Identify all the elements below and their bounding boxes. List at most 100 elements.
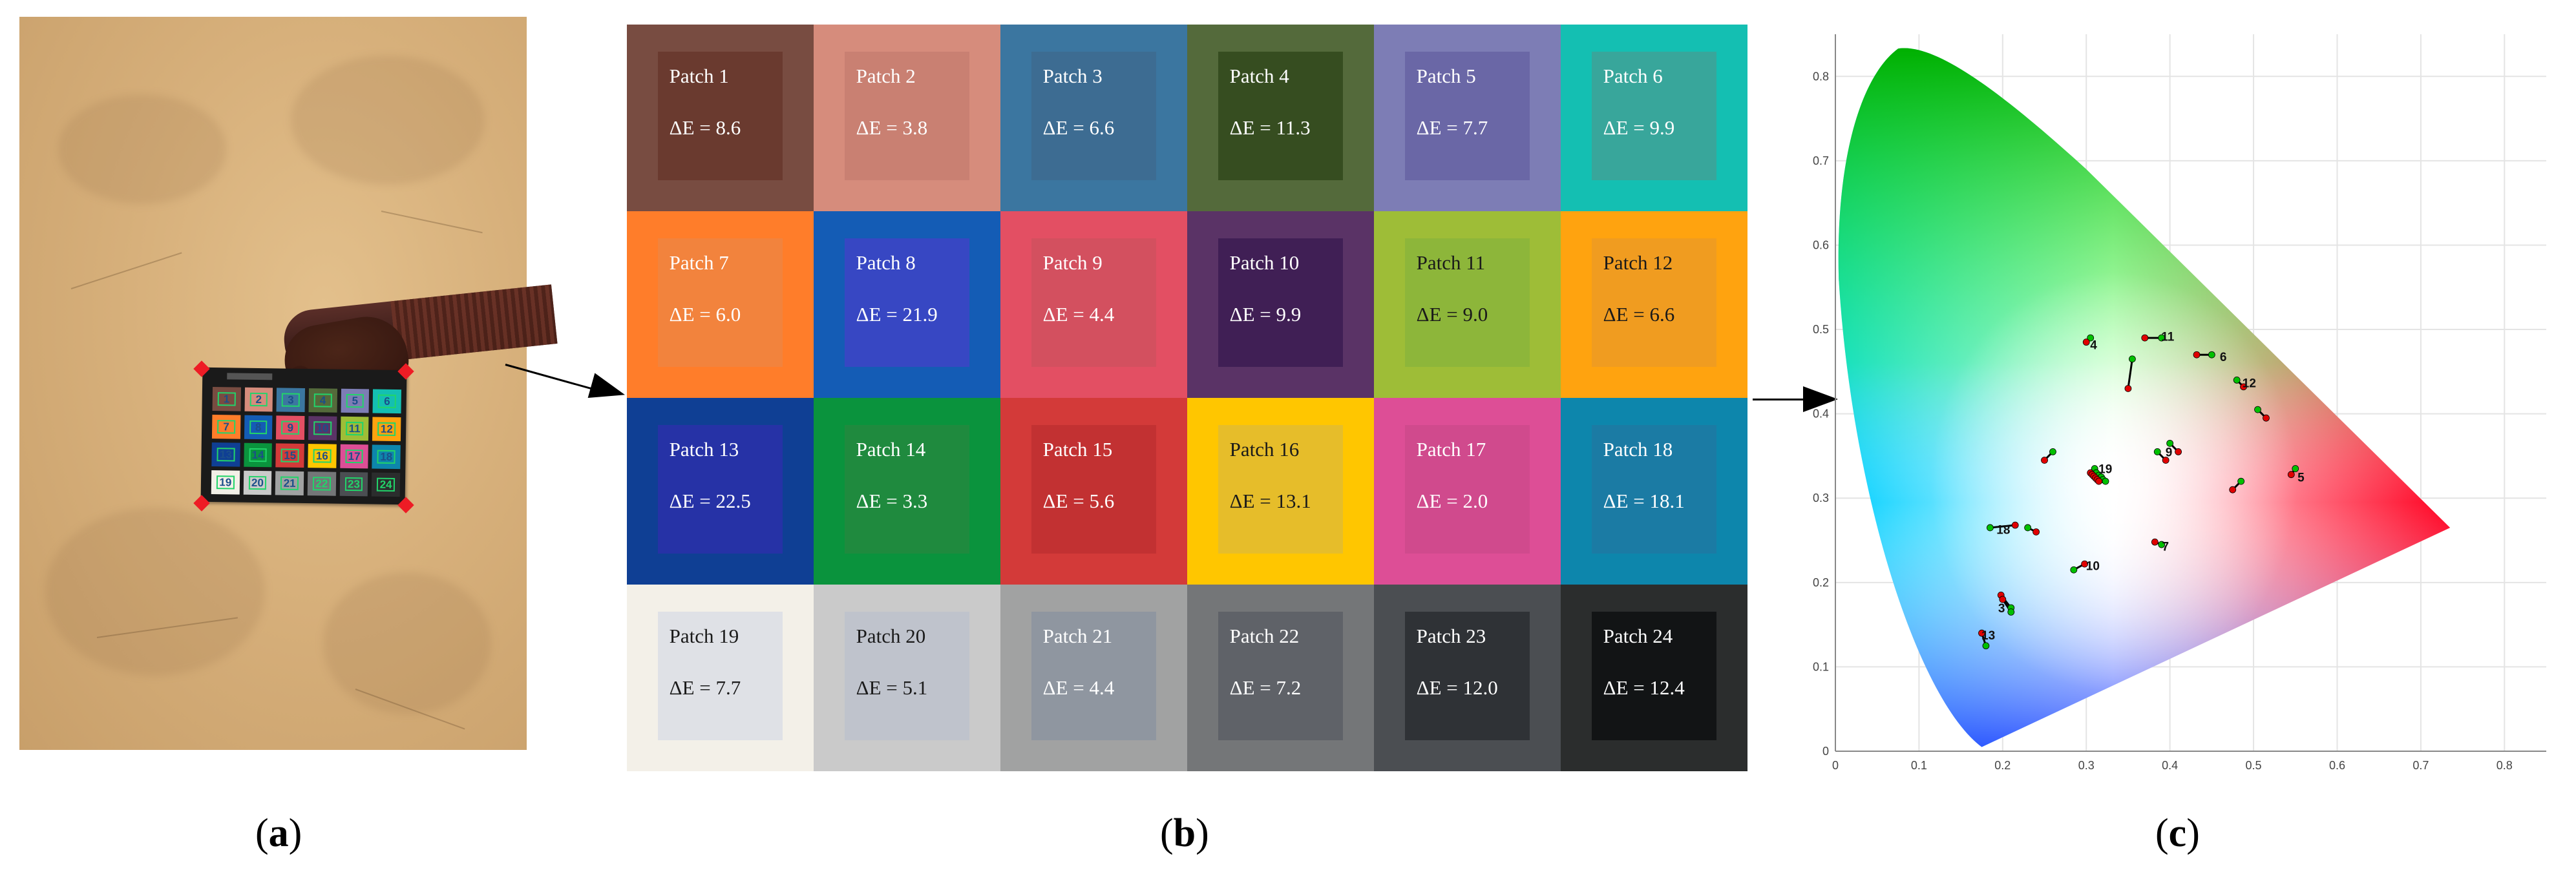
y-tick-label: 0.2 xyxy=(1813,576,1829,589)
photo-chart-patch-number: 13 xyxy=(219,448,233,461)
reference-point xyxy=(2141,334,2149,342)
patch-label: Patch 21 xyxy=(1042,624,1113,647)
patch-label: Patch 4 xyxy=(1229,64,1289,87)
point-label: 3 xyxy=(1998,602,2005,616)
measured-point xyxy=(2024,524,2032,532)
measured-point xyxy=(2102,477,2109,485)
patch-label: Patch 15 xyxy=(1042,437,1113,461)
wall-crack xyxy=(70,252,182,289)
measured-point xyxy=(2070,566,2078,574)
point-label: 13 xyxy=(1981,629,1995,643)
patch-label: Patch 7 xyxy=(669,251,729,274)
point-label: 10 xyxy=(2086,560,2100,574)
sleeve xyxy=(390,284,558,360)
x-tick-label: 0 xyxy=(1832,759,1839,772)
photo-chart-patch-number: 24 xyxy=(379,478,392,491)
photo-chart-patch-number: 1 xyxy=(223,392,230,405)
reference-point xyxy=(2175,448,2182,455)
photo-chart-patch-number: 9 xyxy=(287,421,294,434)
photo-chart-patch-number: 21 xyxy=(283,477,296,490)
wall-crack xyxy=(381,211,483,234)
photo-chart-patch: 1 xyxy=(212,387,241,411)
y-tick-label: 0.6 xyxy=(1813,238,1829,251)
patch-label: Patch 5 xyxy=(1416,64,1476,87)
arrow-b-to-c xyxy=(1753,399,1817,400)
photo-chart-patch-number: 11 xyxy=(348,422,361,435)
photo-chart-patch-number: 18 xyxy=(380,450,393,463)
patch-label: Patch 11 xyxy=(1416,251,1486,274)
patch-delta-e: ΔE = 5.6 xyxy=(1042,489,1115,512)
x-tick-label: 0.4 xyxy=(2162,759,2178,772)
point-label: 4 xyxy=(2090,339,2097,353)
photo-chart-patch: 19 xyxy=(211,470,240,495)
photo-chart-patch: 13 xyxy=(211,442,240,467)
measured-point xyxy=(1987,524,1994,532)
wall-stain xyxy=(323,572,491,714)
patch-delta-e: ΔE = 6.6 xyxy=(1042,116,1115,139)
patch-delta-e: ΔE = 18.1 xyxy=(1603,489,1685,512)
photo-chart-patch-number: 8 xyxy=(255,420,262,433)
reference-point xyxy=(2095,477,2103,485)
reference-point xyxy=(2041,457,2048,464)
reference-point xyxy=(1978,629,1985,637)
patch-label: Patch 16 xyxy=(1229,437,1300,461)
patch-delta-e: ΔE = 2.0 xyxy=(1416,489,1488,512)
measured-point xyxy=(2129,355,2136,363)
x-tick-label: 0.2 xyxy=(1994,759,2011,772)
reference-point xyxy=(2082,338,2090,346)
reference-point xyxy=(2263,414,2270,422)
patch-label: Patch 1 xyxy=(669,64,729,87)
photo-chart-patch-number: 10 xyxy=(316,421,329,435)
patch-label: Patch 12 xyxy=(1603,251,1673,274)
photo-chart-patch-number: 5 xyxy=(352,394,359,407)
reference-point xyxy=(1999,596,2007,603)
photo-chart-patch-number: 19 xyxy=(219,475,232,488)
patch-delta-e: ΔE = 12.4 xyxy=(1603,676,1685,699)
photo-chart-patch: 12 xyxy=(372,417,401,442)
photo-chart-patch: 17 xyxy=(339,444,369,469)
measured-point xyxy=(2292,465,2299,472)
photo-chart-patch: 14 xyxy=(243,442,273,468)
x-tick-label: 0.1 xyxy=(1911,759,1927,772)
patch-label: Patch 20 xyxy=(856,624,926,647)
patch-cell: Patch 21 ΔE = 4.4 xyxy=(1000,585,1187,771)
reference-point xyxy=(2193,351,2201,358)
patch-delta-e: ΔE = 12.0 xyxy=(1416,676,1498,699)
photo-chart-patch: 16 xyxy=(308,444,337,468)
photo-chart-patch-number: 17 xyxy=(348,450,361,462)
patch-delta-e: ΔE = 4.4 xyxy=(1042,676,1115,699)
patch-delta-e: ΔE = 4.4 xyxy=(1042,302,1115,326)
patch-label: Patch 14 xyxy=(856,437,926,461)
patch-inner-square: Patch 21 ΔE = 4.4 xyxy=(1031,611,1157,741)
photo-chart-patch: 24 xyxy=(372,472,401,497)
patch-inner-square: Patch 15 ΔE = 5.6 xyxy=(1031,424,1157,554)
patch-label: Patch 22 xyxy=(1229,624,1300,647)
x-tick-label: 0.3 xyxy=(2078,759,2095,772)
patch-delta-e: ΔE = 8.6 xyxy=(669,116,741,139)
patch-label: Patch 2 xyxy=(856,64,916,87)
